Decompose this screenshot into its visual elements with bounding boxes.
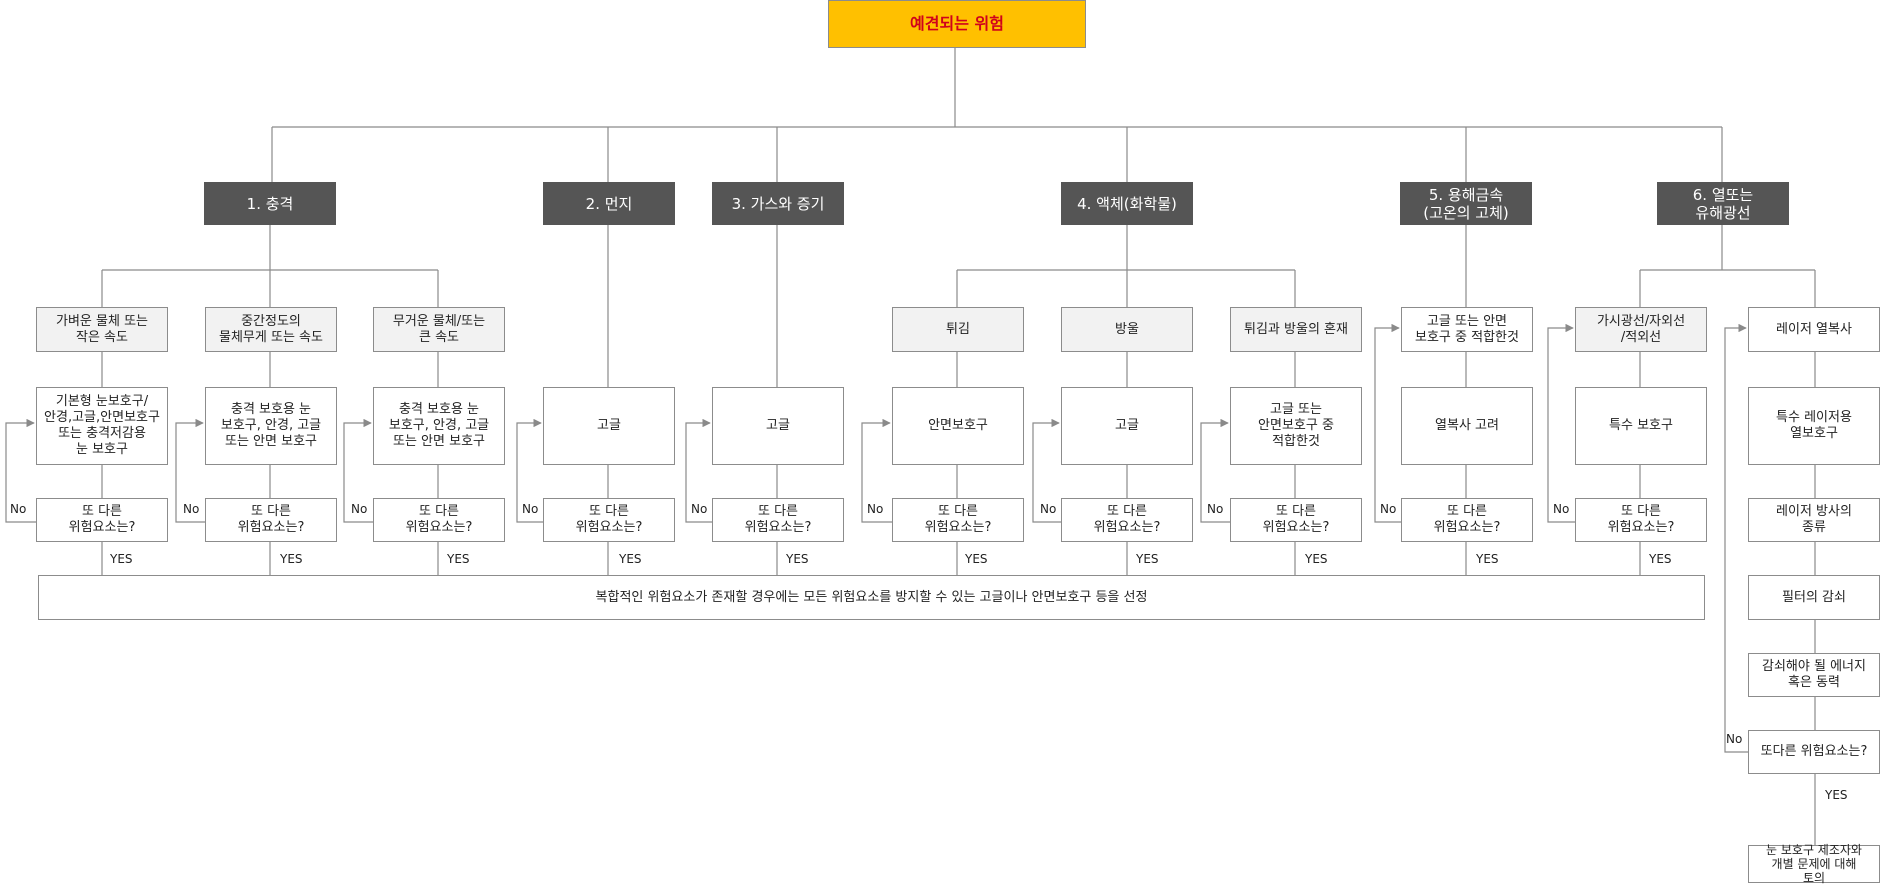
summary-node: 복합적인 위험요소가 존재할 경우에는 모든 위험요소를 방지할 수 있는 고글… xyxy=(38,575,1705,620)
yes-label: YES xyxy=(110,552,133,566)
category-molten-metal: 5. 용해금속 (고온의 고체) xyxy=(1400,182,1532,225)
no-label: No xyxy=(691,502,708,516)
yes-label: YES xyxy=(1136,552,1159,566)
subtype-heavy-object: 무거운 물체/또는 큰 속도 xyxy=(373,307,505,352)
subtype-laser-heat: 레이저 열복사 xyxy=(1748,307,1880,352)
subtype-splash: 튀김 xyxy=(892,307,1024,352)
laser-question-node: 또다른 위험요소는? xyxy=(1748,730,1880,774)
question-node: 또 다른 위험요소는? xyxy=(543,498,675,542)
yes-label: YES xyxy=(965,552,988,566)
protector-special: 특수 보호구 xyxy=(1575,387,1707,465)
no-label: No xyxy=(522,502,539,516)
question-node: 또 다른 위험요소는? xyxy=(205,498,337,542)
protector-goggle-droplet: 고글 xyxy=(1061,387,1193,465)
category-liquid-chemical: 4. 액체(화학물) xyxy=(1061,182,1193,225)
root-node: 예견되는 위험 xyxy=(828,0,1086,48)
protector-impact-medium: 충격 보호용 눈 보호구, 안경, 고글 또는 안면 보호구 xyxy=(205,387,337,465)
protector-goggle-gas: 고글 xyxy=(712,387,844,465)
final-consult-node: 눈 보호구 제조자와 개별 문제에 대해 토의 xyxy=(1748,843,1880,885)
subtype-light-object: 가벼운 물체 또는 작은 속도 xyxy=(36,307,168,352)
protector-faceshield: 안면보호구 xyxy=(892,387,1024,465)
protector-goggle-dust: 고글 xyxy=(543,387,675,465)
question-node: 또 다른 위험요소는? xyxy=(373,498,505,542)
question-node: 또 다른 위험요소는? xyxy=(1575,498,1707,542)
subtype-medium-object: 중간정도의 물체무게 또는 속도 xyxy=(205,307,337,352)
yes-label: YES xyxy=(1649,552,1672,566)
yes-label: YES xyxy=(1825,788,1848,802)
subtype-splash-droplet-mix: 튀김과 방울의 혼재 xyxy=(1230,307,1362,352)
no-label: No xyxy=(183,502,200,516)
no-label: No xyxy=(351,502,368,516)
question-node: 또 다른 위험요소는? xyxy=(712,498,844,542)
yes-label: YES xyxy=(447,552,470,566)
yes-label: YES xyxy=(619,552,642,566)
protector-basic-eye: 기본형 눈보호구/ 안경,고글,안면보호구 또는 충격저감용 눈 보호구 xyxy=(36,387,168,465)
question-node: 또 다른 위험요소는? xyxy=(1230,498,1362,542)
no-label: No xyxy=(1380,502,1397,516)
subtype-droplet: 방울 xyxy=(1061,307,1193,352)
category-dust: 2. 먼지 xyxy=(543,182,675,225)
protector-laser-special: 특수 레이저용 열보호구 xyxy=(1748,387,1880,465)
subtype-goggle-or-faceshield: 고글 또는 안면 보호구 중 적합한것 xyxy=(1401,307,1533,352)
question-node: 또 다른 위험요소는? xyxy=(36,498,168,542)
question-node: 또 다른 위험요소는? xyxy=(892,498,1024,542)
laser-radiation-type: 레이저 방사의 종류 xyxy=(1748,498,1880,542)
yes-label: YES xyxy=(280,552,303,566)
category-impact: 1. 충격 xyxy=(204,182,336,225)
no-label: No xyxy=(10,502,27,516)
category-gas-vapor: 3. 가스와 증기 xyxy=(712,182,844,225)
question-node: 또 다른 위험요소는? xyxy=(1061,498,1193,542)
question-node: 또 다른 위험요소는? xyxy=(1401,498,1533,542)
subtype-visible-uv-ir: 가시광선/자외선 /적외선 xyxy=(1575,307,1707,352)
yes-label: YES xyxy=(1476,552,1499,566)
no-label: No xyxy=(867,502,884,516)
protector-heat-radiation: 열복사 고려 xyxy=(1401,387,1533,465)
protector-goggle-or-faceshield: 고글 또는 안면보호구 중 적합한것 xyxy=(1230,387,1362,465)
laser-filter-attenuation: 필터의 감쇠 xyxy=(1748,575,1880,620)
yes-label: YES xyxy=(1305,552,1328,566)
laser-energy-power: 감쇠해야 될 에너지 혹은 동력 xyxy=(1748,653,1880,697)
no-label: No xyxy=(1553,502,1570,516)
no-label: No xyxy=(1207,502,1224,516)
no-label: No xyxy=(1040,502,1057,516)
no-label: No xyxy=(1726,732,1743,746)
protector-impact-heavy: 충격 보호용 눈 보호구, 안경, 고글 또는 안면 보호구 xyxy=(373,387,505,465)
category-heat-radiation: 6. 열또는 유해광선 xyxy=(1657,182,1789,225)
yes-label: YES xyxy=(786,552,809,566)
